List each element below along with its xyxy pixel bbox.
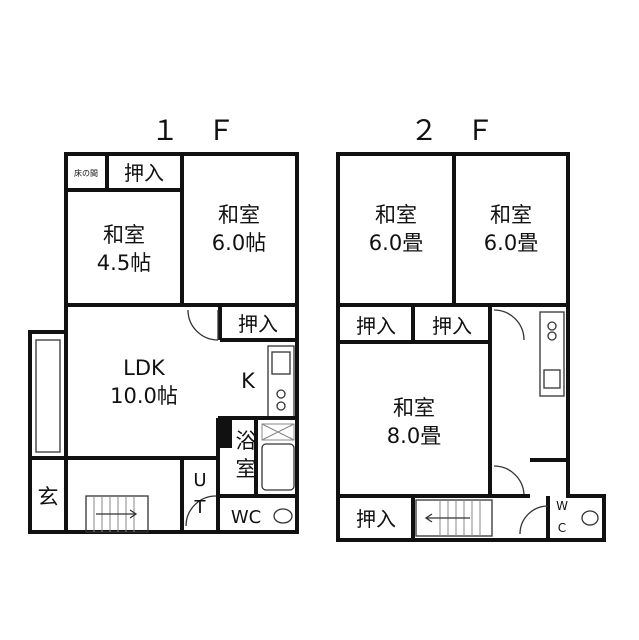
ldk-name: LDK (123, 356, 166, 380)
stairs-2f (415, 499, 493, 537)
stove-burner (276, 401, 286, 411)
door-swing (493, 309, 525, 341)
entrance-label: 玄 (38, 485, 59, 509)
oshiire-mid-label: 押入 (238, 312, 278, 336)
ldk-size: 10.0帖 (110, 384, 178, 408)
washitsu-main-name: 和室 (393, 396, 435, 420)
washitsu-right-size: 6.0畳 (484, 231, 538, 255)
second-floor-outer-wall (336, 152, 606, 542)
toilet (581, 510, 599, 526)
first-floor-plan: 床の間 押入 和室 4.5帖 和室 6.0帖 押入 LDK 10.0帖 K 浴 … (28, 152, 299, 534)
stove-burner (547, 331, 557, 341)
bath-label-2: 室 (236, 457, 257, 481)
sink (543, 369, 561, 389)
bath-tile (261, 423, 295, 441)
washitsu-main-size: 8.0畳 (387, 424, 441, 448)
wc-label-1: W (556, 499, 568, 513)
second-floor-title: ２ Ｆ (410, 114, 494, 147)
door-swing (187, 309, 219, 341)
washitsu-small-size: 4.5帖 (97, 251, 151, 275)
bathtub (261, 443, 295, 491)
kitchen-label: K (241, 369, 256, 393)
wc-label-2: C (558, 521, 566, 535)
kitchenette-counter (539, 311, 565, 397)
toilet (273, 508, 293, 524)
stove-burner (276, 389, 286, 399)
first-floor-title: １ Ｆ (151, 114, 235, 147)
oshiire-b-label: 押入 (432, 314, 472, 338)
door-swing (493, 465, 525, 497)
washitsu-left-name: 和室 (375, 203, 417, 227)
stove-burner (547, 321, 557, 331)
oshiire-a-label: 押入 (356, 314, 396, 338)
utility-label-2: T (194, 497, 207, 518)
bay-window (35, 339, 61, 453)
door-swing (519, 505, 549, 535)
oshiire-top-label: 押入 (124, 161, 164, 185)
washitsu-left-size: 6.0畳 (369, 231, 423, 255)
washitsu-large-name: 和室 (218, 203, 260, 227)
washitsu-large-size: 6.0帖 (212, 231, 266, 255)
washitsu-small-name: 和室 (103, 223, 145, 247)
sink (271, 351, 291, 375)
second-floor-plan: 和室 6.0畳 和室 6.0畳 押入 押入 和室 8.0畳 押入 W C (336, 152, 606, 542)
tokonoma-label: 床の間 (74, 168, 98, 178)
wc-label: WC (231, 507, 261, 528)
washitsu-right-name: 和室 (490, 203, 532, 227)
column (218, 418, 232, 448)
stairs (85, 495, 149, 533)
stair-arrowhead (424, 513, 433, 523)
bath-label-1: 浴 (236, 429, 257, 453)
stair-arrowhead (129, 509, 138, 519)
door-swing (185, 495, 217, 527)
utility-label-1: U (193, 470, 206, 491)
tile-diagonal (261, 423, 295, 441)
oshiire-bottom-label: 押入 (356, 507, 396, 531)
